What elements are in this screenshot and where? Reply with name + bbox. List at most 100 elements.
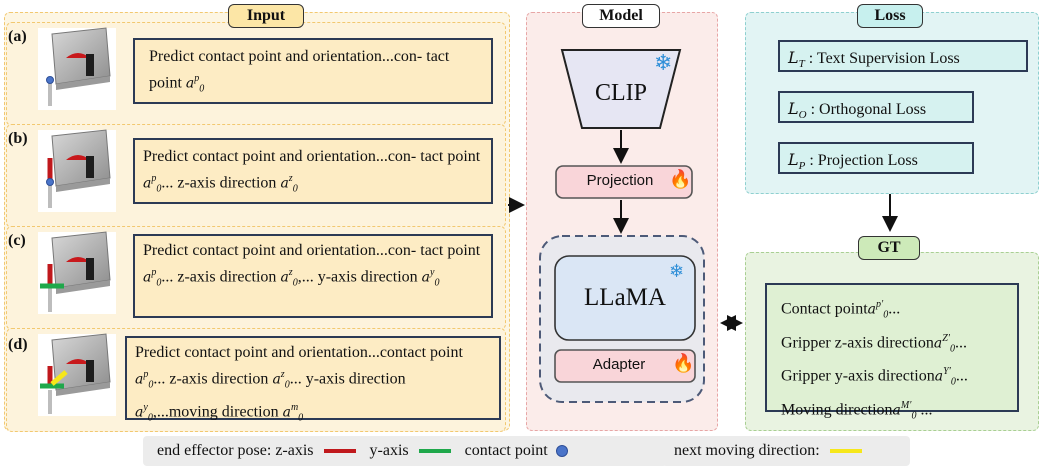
gt-title: GT [858,236,920,260]
prompt-c-symbol: a [143,269,152,286]
prompt-d-sup2: z [280,369,285,380]
loss-text: : Text Supervision Loss [808,50,960,67]
gt-tail: ... [954,333,967,351]
gt-sub: 0 [911,410,917,422]
input-title: Input [228,4,304,28]
prompt-b-symbol: a [143,175,152,192]
legend-moving-label: next moving direction: [674,442,820,459]
legend-contact-point-label: contact point [464,442,548,459]
prompt-box-b: Predict contact point and orientation...… [133,138,493,204]
gt-line-text: Gripper y-axis direction [781,367,935,385]
gt-line-text: Contact point [781,300,868,318]
legend-pose: end effector pose: z-axis y-axis contact… [143,436,667,466]
loss-projection: LP : Projection Loss [778,142,974,174]
prompt-text-c: Predict contact point and orientation...… [143,242,481,259]
prompt-c-sup: p [151,267,157,278]
gt-sup: M′ [900,399,912,411]
projection-label: Projection [586,172,654,189]
prompt-c-symbol2: a [280,269,289,286]
gt-symbol: a [892,401,901,418]
clip-label: CLIP [594,80,647,106]
frozen-snowflake-icon: ❄ [669,261,685,281]
legend-moving: next moving direction: [662,436,910,466]
prompt-d-sup3: y [143,401,148,413]
prompt-b-text2: ... z-axis direction [161,174,277,192]
z-axis-swatch [323,449,356,454]
loss-sub: T [798,58,805,71]
gt-symbol: a [867,301,877,318]
prompt-d-sup: p [143,369,149,380]
scene-c-image [38,231,116,314]
prompt-b-sub2: 0 [292,183,298,195]
llama-label: LLaMA [584,284,666,311]
loss-symbol: L [788,150,799,169]
prompt-c-sub3: 0 [434,277,440,289]
frozen-snowflake-icon: ❄ [654,50,673,75]
scene-b-image [38,129,116,212]
prompt-text-b: Predict contact point and orientation...… [143,148,481,165]
loss-title: Loss [857,4,923,28]
prompt-c-symbol3: a [421,269,431,286]
gt-tail: ... [955,367,968,385]
row-label-d: (d) [8,336,28,353]
prompt-c-sup2: z [288,267,293,278]
prompt-d-text3: ... y-axis direction [289,370,406,388]
row-label-a: (a) [8,28,27,45]
model-title: Model [582,4,660,28]
prompt-b-sub: 0 [156,183,162,195]
loss-symbol: L [788,99,799,118]
gt-line: Contact pointap′0... [781,293,1003,327]
prompt-c-sup3: y [430,267,435,278]
row-label-b: (b) [8,130,28,147]
prompt-b-sup2: z [288,173,293,184]
prompt-box-a: Predict contact point and orientation...… [133,38,493,104]
gt-sub: 0 [883,309,889,321]
prompt-c-text2: ... z-axis direction [161,268,277,286]
prompt-box-d: Predict contact point and orientation...… [125,336,501,424]
loss-sub: O [798,109,807,122]
trainable-fire-icon: 🔥 [672,353,695,373]
clip-block [560,49,682,129]
prompt-d-symbol: a [135,371,144,388]
gt-box: Contact pointap′0... Gripper z-axis dire… [765,283,1019,421]
prompt-d-sub2: 0 [284,379,290,391]
moving-direction-swatch [829,449,862,454]
contact-point-marker [46,76,54,84]
gt-line: Moving directionaM′0 ... [781,394,1003,428]
prompt-d-sub3: 0 [147,412,153,424]
trainable-fire-icon: 🔥 [669,169,692,189]
loss-orthogonal: LO : Orthogonal Loss [778,91,974,123]
prompt-d-symbol2: a [272,371,281,388]
gt-sup: Y′ [943,366,951,378]
prompt-box-c: Predict contact point and orientation...… [133,234,493,318]
gt-symbol: a [934,368,944,385]
prompt-d-symbol4: a [282,403,291,420]
prompt-c-text3: ,... y-axis direction [297,268,418,286]
y-axis-swatch [418,449,451,454]
gt-line: Gripper z-axis directionaZ′0... [781,327,1003,361]
row-label-c: (c) [8,232,26,249]
contact-point-swatch [555,445,568,458]
prompt-b-symbol2: a [280,175,289,192]
prompt-d-text4: ,...moving direction [152,402,279,420]
loss-symbol: L [788,48,799,67]
prompt-c-sub: 0 [156,277,162,289]
gt-line-text: Gripper z-axis direction [781,333,934,351]
prompt-d-text2: ... z-axis direction [153,370,269,388]
prompt-b-sup: p [151,173,157,184]
adapter-label: Adapter [592,356,646,373]
loss-sub: P [798,160,806,173]
legend-y-axis-label: y-axis [369,442,409,459]
gt-sup: Z′ [942,332,950,344]
prompt-d-sub: 0 [148,379,154,391]
prompt-d-sup4: m [290,401,299,413]
projection-block [555,165,693,199]
gt-tail: ... [888,300,901,318]
gt-tail: ... [916,400,933,418]
gt-sup: p′ [876,299,884,310]
gt-line: Gripper y-axis directionaY′0... [781,360,1003,394]
loss-text: : Orthogonal Loss [810,101,927,118]
gt-symbol: a [933,334,943,351]
prompt-a-sup: p [194,73,200,84]
